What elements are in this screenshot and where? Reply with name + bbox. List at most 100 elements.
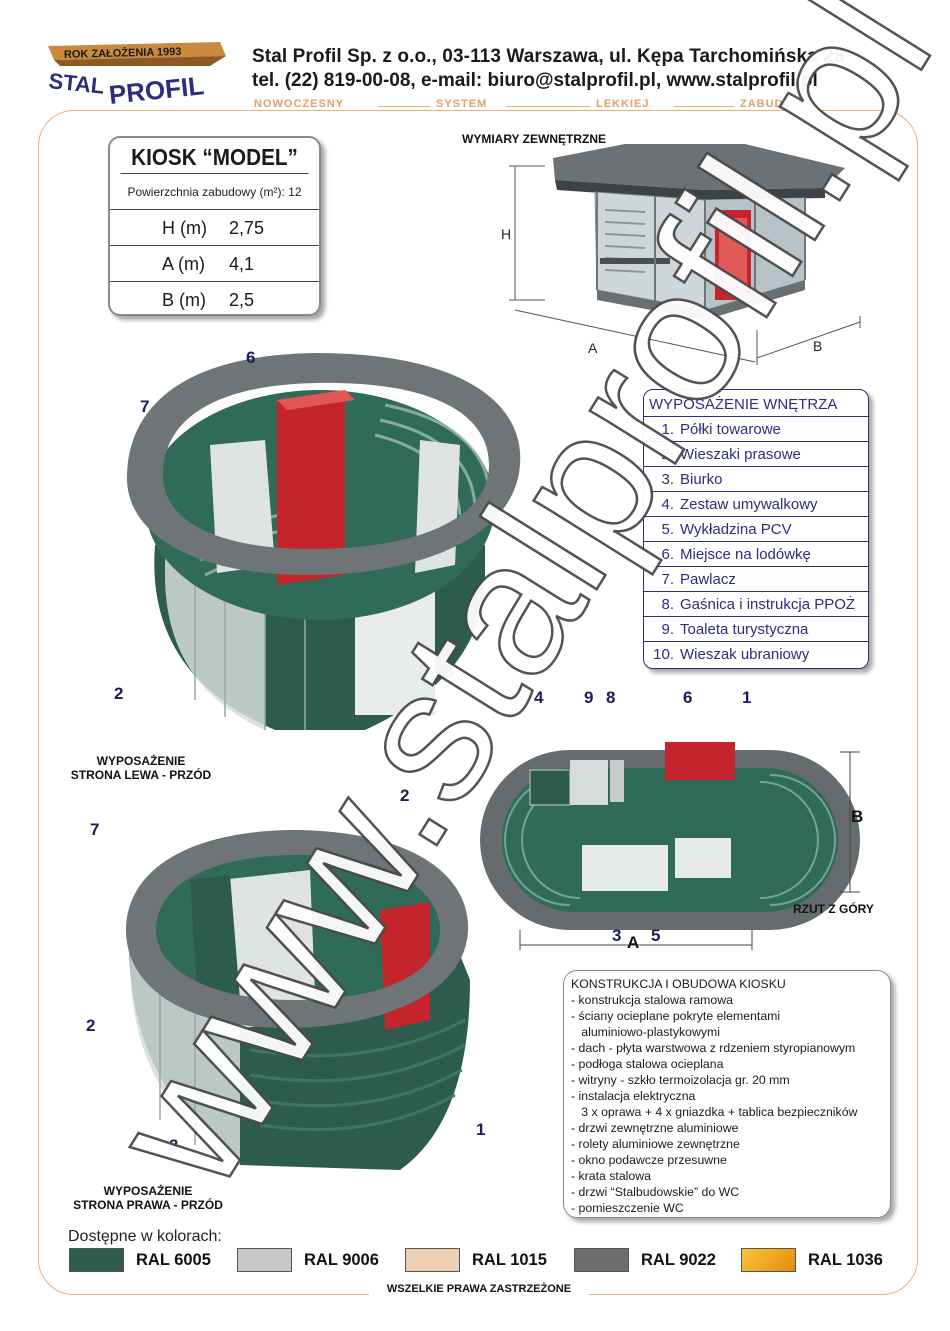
equipment-item: 4. Zestaw umywalkowy: [644, 492, 868, 517]
company-logo: ROK ZAŁOŻENIA 1993 STAL PROFIL: [47, 42, 226, 110]
kiosk-exterior-illustration: [509, 144, 861, 365]
logo-name-stal: STAL: [47, 68, 105, 99]
dim-a-label: A: [588, 340, 598, 356]
swatch-label: RAL 1036: [808, 1251, 883, 1269]
callout-2: 2: [114, 684, 124, 703]
kiosk-top-view-illustration: [480, 742, 860, 950]
callout-1-right: 1: [476, 1120, 486, 1139]
swatch-ral-1036: [741, 1248, 796, 1272]
equipment-text: Zestaw umywalkowy: [680, 496, 818, 513]
callout-4: 4: [534, 688, 544, 707]
equipment-number: 7.: [661, 571, 674, 588]
equipment-number: 3.: [661, 471, 674, 488]
swatch-ral-1015: [405, 1248, 460, 1272]
spec-title: KIOSK “MODEL”: [120, 138, 309, 174]
equipment-text: Toaleta turystyczna: [680, 621, 809, 638]
spec-table: KIOSK “MODEL” Powierzchnia zabudowy (m²)…: [108, 136, 321, 316]
swatch-ral-6005: [69, 1248, 124, 1272]
logo-year-text: ROK ZAŁOŻENIA 1993: [64, 45, 182, 61]
equipment-item: 3. Biurko: [644, 467, 868, 492]
construction-line: 3 x oprawa + 4 x gniazdka + tablica bezp…: [571, 1105, 858, 1119]
equipment-text: Wykładzina PCV: [680, 521, 792, 538]
spec-key: B (m): [162, 290, 206, 310]
equipment-number: 10.: [653, 646, 674, 663]
callout-6-top: 6: [683, 688, 693, 707]
exterior-title: WYMIARY ZEWNĘTRZNE: [462, 132, 606, 146]
equipment-number: 9.: [661, 621, 674, 638]
spec-key: A (m): [162, 254, 205, 274]
construction-line: - witryny - szkło termoizolacja gr. 20 m…: [571, 1073, 790, 1087]
equipment-text: Wieszak ubraniowy: [680, 646, 810, 663]
spec-row: H (m)2,75: [110, 210, 319, 246]
swatch-label: RAL 9006: [304, 1251, 379, 1269]
equipment-number: 4.: [661, 496, 674, 513]
equipment-item: 7. Pawlacz: [644, 567, 868, 592]
callout-3-top: 3: [612, 926, 622, 945]
callout-2-right: 2: [86, 1016, 96, 1035]
top-dim-b: B: [851, 807, 864, 826]
logo-name-profil: PROFIL: [107, 70, 205, 110]
tagline-rule: [506, 106, 590, 107]
tagline-word-2: SYSTEM: [436, 98, 488, 110]
equipment-text: Miejsce na lodówkę: [680, 546, 811, 563]
equipment-text: Gaśnica i instrukcja PPOŻ: [680, 596, 856, 613]
swatch-label: RAL 1015: [472, 1251, 547, 1269]
spec-value: 4,1: [229, 254, 255, 274]
equipment-text: Biurko: [680, 471, 723, 488]
construction-title: KONSTRUKCJA I OBUDOWA KIOSKU: [571, 977, 786, 991]
caption-right-front: WYPOSAŻENIE STRONA PRAWA - PRZÓD: [73, 1184, 223, 1212]
tagline-rule: [378, 106, 430, 107]
kiosk-left-front-illustration: [126, 353, 521, 730]
tagline-word-3: LEKKIEJ: [596, 98, 650, 110]
caption-top-view: RZUT Z GÓRY: [793, 902, 874, 916]
spec-area: Powierzchnia zabudowy (m²): 12: [110, 174, 319, 210]
construction-line: - instalacja elektryczna: [571, 1089, 696, 1103]
equipment-text: Wieszaki prasowe: [680, 446, 801, 463]
top-dim-a: A: [627, 933, 640, 952]
callout-8: 8: [606, 688, 616, 707]
colors-title: Dostępne w kolorach:: [68, 1228, 222, 1245]
construction-line: - krata stalowa: [571, 1169, 651, 1183]
spec-row: B (m) 2,5: [110, 282, 319, 314]
rights-reserved: WSZELKIE PRAWA ZASTRZEŻONE: [369, 1283, 589, 1295]
callout-7: 7: [140, 397, 150, 416]
company-address: Stal Profil Sp. z o.o., 03-113 Warszawa,…: [252, 46, 845, 67]
swatch-ral-9022: [574, 1248, 629, 1272]
tagline-word-1: NOWOCZESNY: [254, 98, 345, 110]
tagline-rule: [674, 106, 734, 107]
construction-line: - pomieszczenie WC: [571, 1201, 684, 1215]
spec-key: H (m): [162, 218, 207, 238]
construction-box: KONSTRUKCJA I OBUDOWA KIOSKU - konstrukc…: [563, 970, 891, 1218]
callout-5-top: 5: [651, 926, 661, 945]
callout-7-right: 7: [90, 820, 100, 839]
equipment-item: 8. Gaśnica i instrukcja PPOŻ: [644, 592, 868, 617]
callout-9: 9: [584, 688, 594, 707]
callout-3-right: 3: [169, 1136, 179, 1155]
construction-line: - konstrukcja stalowa ramowa: [571, 993, 733, 1007]
equipment-item: 10. Wieszak ubraniowy: [644, 642, 868, 667]
construction-line: - drzwi “Stalbudowskie” do WC: [571, 1185, 740, 1199]
equipment-title: WYPOSAŻENIE WNĘTRZA: [644, 390, 868, 417]
equipment-number: 8.: [661, 596, 674, 613]
equipment-item: 2.Wieszaki prasowe: [644, 442, 868, 467]
equipment-item: 1.Półki towarowe: [644, 417, 868, 442]
swatch-ral-9006: [237, 1248, 292, 1272]
construction-line: - dach - płyta warstwowa z rdzeniem styr…: [571, 1041, 856, 1055]
dim-b-label: B: [813, 338, 823, 354]
dim-h-label: H: [501, 226, 512, 242]
spec-value: 2,5: [229, 290, 255, 310]
company-contact: tel. (22) 819-00-08, e-mail: biuro@stalp…: [252, 70, 818, 91]
kiosk-right-front-illustration: [126, 830, 470, 1170]
caption-left-front: WYPOSAŻENIE STRONA LEWA - PRZÓD: [70, 754, 212, 782]
construction-line: - podłoga stalowa ocieplana: [571, 1057, 724, 1071]
construction-line: - rolety aluminiowe zewnętrzne: [571, 1137, 740, 1151]
equipment-number: 1.: [661, 421, 674, 438]
construction-line: - ściany ocieplane pokryte elementami: [571, 1009, 781, 1023]
construction-line: - okno podawcze przesuwne: [571, 1153, 727, 1167]
tagline-word-4: ZABUDOWY: [740, 98, 813, 110]
equipment-text: Pawlacz: [680, 571, 736, 588]
equipment-item: 5.Wykładzina PCV: [644, 517, 868, 542]
equipment-list: WYPOSAŻENIE WNĘTRZA 1.Półki towarowe 2.W…: [643, 389, 869, 669]
callout-3: 3: [444, 662, 454, 681]
construction-line: - drzwi zewnętrzne aluminiowe: [571, 1121, 739, 1135]
